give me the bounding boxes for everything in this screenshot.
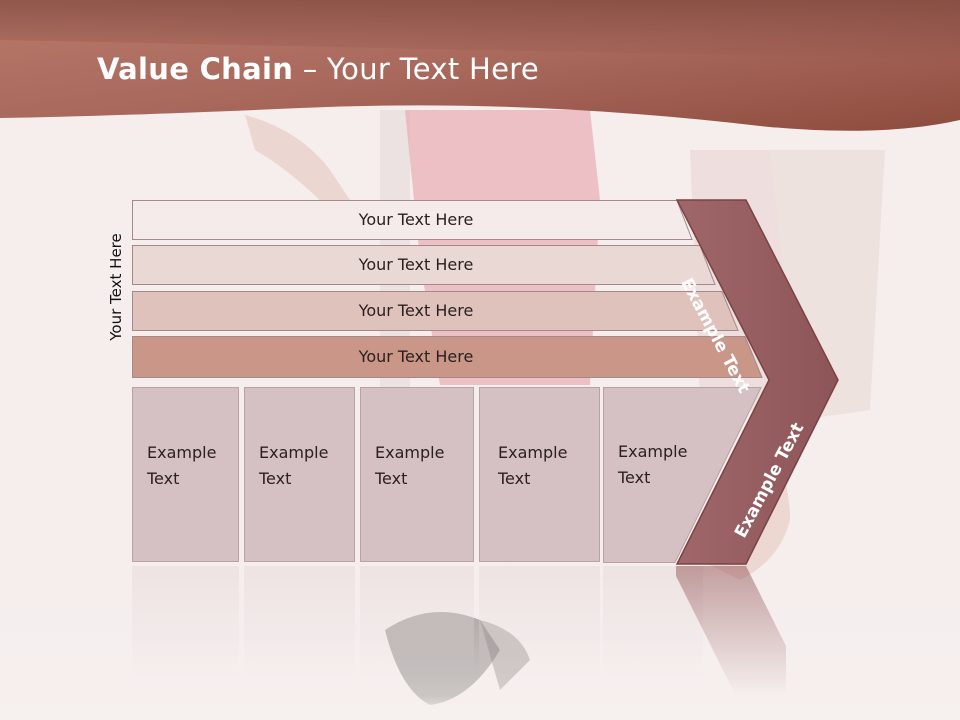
bar-label: Your Text Here bbox=[358, 210, 474, 229]
margin-chevron[interactable] bbox=[670, 195, 850, 570]
column-text-line2: Text bbox=[147, 469, 180, 488]
column-reflection-1 bbox=[132, 566, 239, 676]
slide-title: Value Chain – Your Text Here bbox=[97, 52, 539, 86]
header-band bbox=[0, 0, 960, 131]
bar-shape bbox=[132, 200, 693, 240]
column-text: Example Text bbox=[618, 439, 708, 491]
bar-label: Your Text Here bbox=[358, 347, 474, 366]
chevron-reflection bbox=[676, 566, 786, 696]
bar-shape bbox=[132, 245, 716, 285]
column-text: Example Text bbox=[147, 440, 237, 492]
reflection-fade bbox=[132, 566, 239, 676]
title-bold: Value Chain bbox=[97, 52, 294, 86]
activity-column-2[interactable]: Example Text bbox=[244, 387, 355, 562]
column-shape bbox=[603, 387, 762, 563]
column-text-line1: Example bbox=[618, 442, 688, 461]
column-text-line2: Text bbox=[259, 469, 292, 488]
reflection-fade bbox=[244, 566, 355, 676]
column-text-line1: Example bbox=[498, 443, 568, 462]
column-text-line1: Example bbox=[147, 443, 217, 462]
side-label: Your Text Here bbox=[107, 233, 125, 341]
activity-column-4[interactable]: Example Text bbox=[479, 387, 600, 562]
activity-column-1[interactable]: Example Text bbox=[132, 387, 239, 562]
column-text-line1: Example bbox=[259, 443, 329, 462]
column-reflection-3 bbox=[360, 566, 474, 676]
column-text-line2: Text bbox=[498, 469, 531, 488]
column-text-line2: Text bbox=[375, 469, 408, 488]
column-text: Example Text bbox=[498, 440, 588, 492]
reflection-fade bbox=[360, 566, 474, 676]
column-text-line2: Text bbox=[618, 468, 651, 487]
column-reflection-4 bbox=[479, 566, 600, 676]
bar-shape bbox=[132, 336, 763, 378]
bar-label: Your Text Here bbox=[358, 301, 474, 320]
column-reflection-2 bbox=[244, 566, 355, 676]
column-text: Example Text bbox=[259, 440, 349, 492]
reflection-fade bbox=[479, 566, 600, 676]
activity-column-3[interactable]: Example Text bbox=[360, 387, 474, 562]
bar-shape bbox=[132, 291, 739, 331]
column-text-line1: Example bbox=[375, 443, 445, 462]
column-text: Example Text bbox=[375, 440, 465, 492]
bar-label: Your Text Here bbox=[358, 255, 474, 274]
title-rest: – Your Text Here bbox=[293, 52, 539, 86]
